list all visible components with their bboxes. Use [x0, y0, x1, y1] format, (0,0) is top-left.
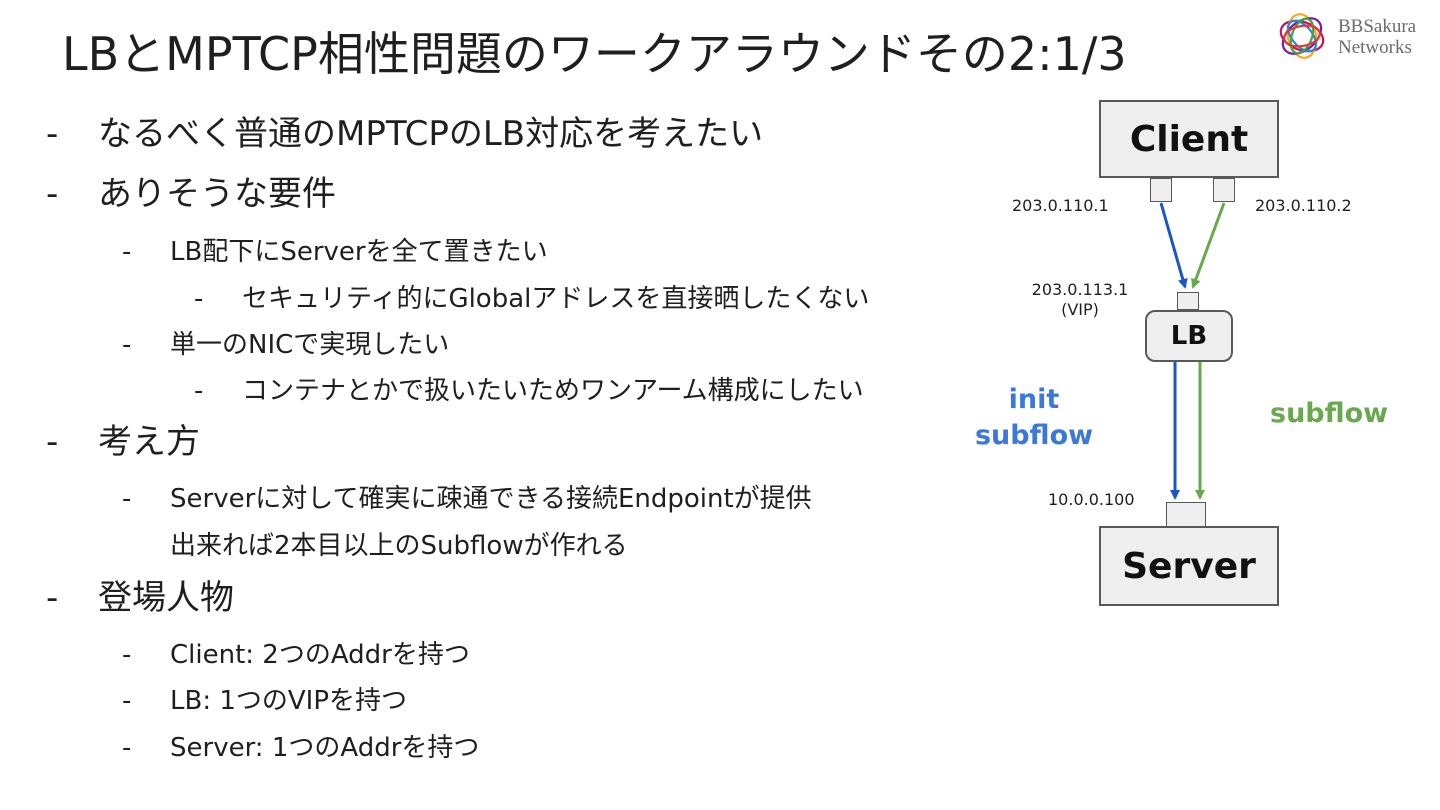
- sub-sub-bullet-item: - コンテナとかで扱いたいためワンアーム構成にしたい: [194, 374, 864, 408]
- sub-sub-bullet-item: - セキュリティ的にGlobalアドレスを直接晒したくない: [194, 282, 870, 316]
- bullet-dash: -: [122, 640, 132, 670]
- logo-line-2: Networks: [1338, 37, 1412, 58]
- logo-wordmark: BBSakura Networks: [1338, 16, 1416, 58]
- subflow-label: subflow: [1270, 398, 1389, 429]
- sub-bullet-item: - Client: 2つのAddrを持つ: [122, 638, 470, 672]
- client-box: Client: [1099, 100, 1279, 178]
- bullet-dash: -: [122, 686, 132, 716]
- logo-mark-icon: [1279, 13, 1325, 59]
- sub-bullet-item: - LB配下にServerを全て置きたい: [122, 235, 548, 269]
- sub-bullet-item: - LB: 1つのVIPを持つ: [122, 684, 408, 718]
- bullet-text: 単一のNICで実現したい: [170, 330, 450, 360]
- vip-ip: 203.0.113.1: [1031, 280, 1129, 299]
- bullet-item: - ありそうな要件: [46, 172, 336, 216]
- bullet-dash: -: [194, 284, 204, 314]
- bullet-dash: -: [46, 174, 59, 214]
- server-box: Server: [1099, 526, 1279, 606]
- client-ip-2: 203.0.110.2: [1255, 196, 1352, 215]
- bullet-dash: -: [122, 484, 132, 514]
- client-port-2: [1213, 178, 1235, 202]
- client-port-1: [1150, 178, 1172, 202]
- bullet-item: - 考え方: [46, 420, 200, 464]
- sub-bullet-item: - Serverに対して確実に疎通できる接続Endpointが提供: [122, 482, 812, 516]
- sub-bullet-item: - 単一のNICで実現したい: [122, 328, 450, 362]
- bullet-dash: -: [46, 114, 59, 154]
- bullet-text: LB配下にServerを全て置きたい: [170, 237, 548, 267]
- bullet-text: コンテナとかで扱いたいためワンアーム構成にしたい: [242, 376, 864, 406]
- init-label-line-2: subflow: [974, 420, 1094, 451]
- bullet-dash: -: [122, 237, 132, 267]
- bullet-dash: -: [46, 422, 59, 462]
- server-port: [1166, 502, 1206, 528]
- lb-port: [1177, 292, 1199, 310]
- client-ip-1: 203.0.110.1: [1012, 196, 1109, 215]
- bullet-text: セキュリティ的にGlobalアドレスを直接晒したくない: [242, 284, 870, 314]
- bullet-text: なるべく普通のMPTCPのLB対応を考えたい: [98, 114, 764, 154]
- bbsakura-logo: BBSakura Networks: [1274, 8, 1434, 68]
- bullet-text: Client: 2つのAddrを持つ: [170, 640, 470, 670]
- bullet-dash: -: [122, 733, 132, 763]
- bullet-text: LB: 1つのVIPを持つ: [170, 686, 408, 716]
- sub-bullet-item: - Server: 1つのAddrを持つ: [122, 731, 480, 765]
- init-arrow-client-lb: [1159, 202, 1188, 289]
- bullet-text: 登場人物: [98, 578, 234, 618]
- bullet-text: 考え方: [98, 422, 200, 462]
- subflow-arrow-client-lb: [1191, 202, 1226, 289]
- bullet-dash: -: [46, 578, 59, 618]
- bullet-continuation: 出来れば2本目以上のSubflowが作れる: [170, 531, 628, 561]
- arrow-layer: [1159, 202, 1226, 500]
- bullet-list: - なるべく普通のMPTCPのLB対応を考えたい - ありそうな要件 - LB配…: [46, 112, 870, 765]
- logo-line-1: BBSakura: [1338, 16, 1417, 37]
- server-ip: 10.0.0.100: [1048, 490, 1135, 509]
- lb-box: LB: [1145, 310, 1233, 362]
- bullet-dash: -: [122, 330, 132, 360]
- network-diagram: Client 203.0.110.1 203.0.110.2 203.0.113…: [960, 90, 1430, 620]
- bullet-dash: -: [194, 376, 204, 406]
- vip-note: (VIP): [1061, 300, 1099, 319]
- bullet-text: Serverに対して確実に疎通できる接続Endpointが提供: [170, 484, 812, 514]
- vip-address: 203.0.113.1 (VIP): [1020, 280, 1140, 320]
- slide-title: LBとMPTCP相性問題のワークアラウンドその2:1/3: [62, 27, 1127, 81]
- bullet-item: - 登場人物: [46, 576, 234, 620]
- bullet-text: ありそうな要件: [98, 174, 336, 214]
- init-subflow-label: init subflow: [974, 382, 1094, 454]
- init-label-line-1: init: [1008, 384, 1060, 415]
- bullet-item: - なるべく普通のMPTCPのLB対応を考えたい: [46, 112, 764, 156]
- bullet-text: Server: 1つのAddrを持つ: [170, 733, 480, 763]
